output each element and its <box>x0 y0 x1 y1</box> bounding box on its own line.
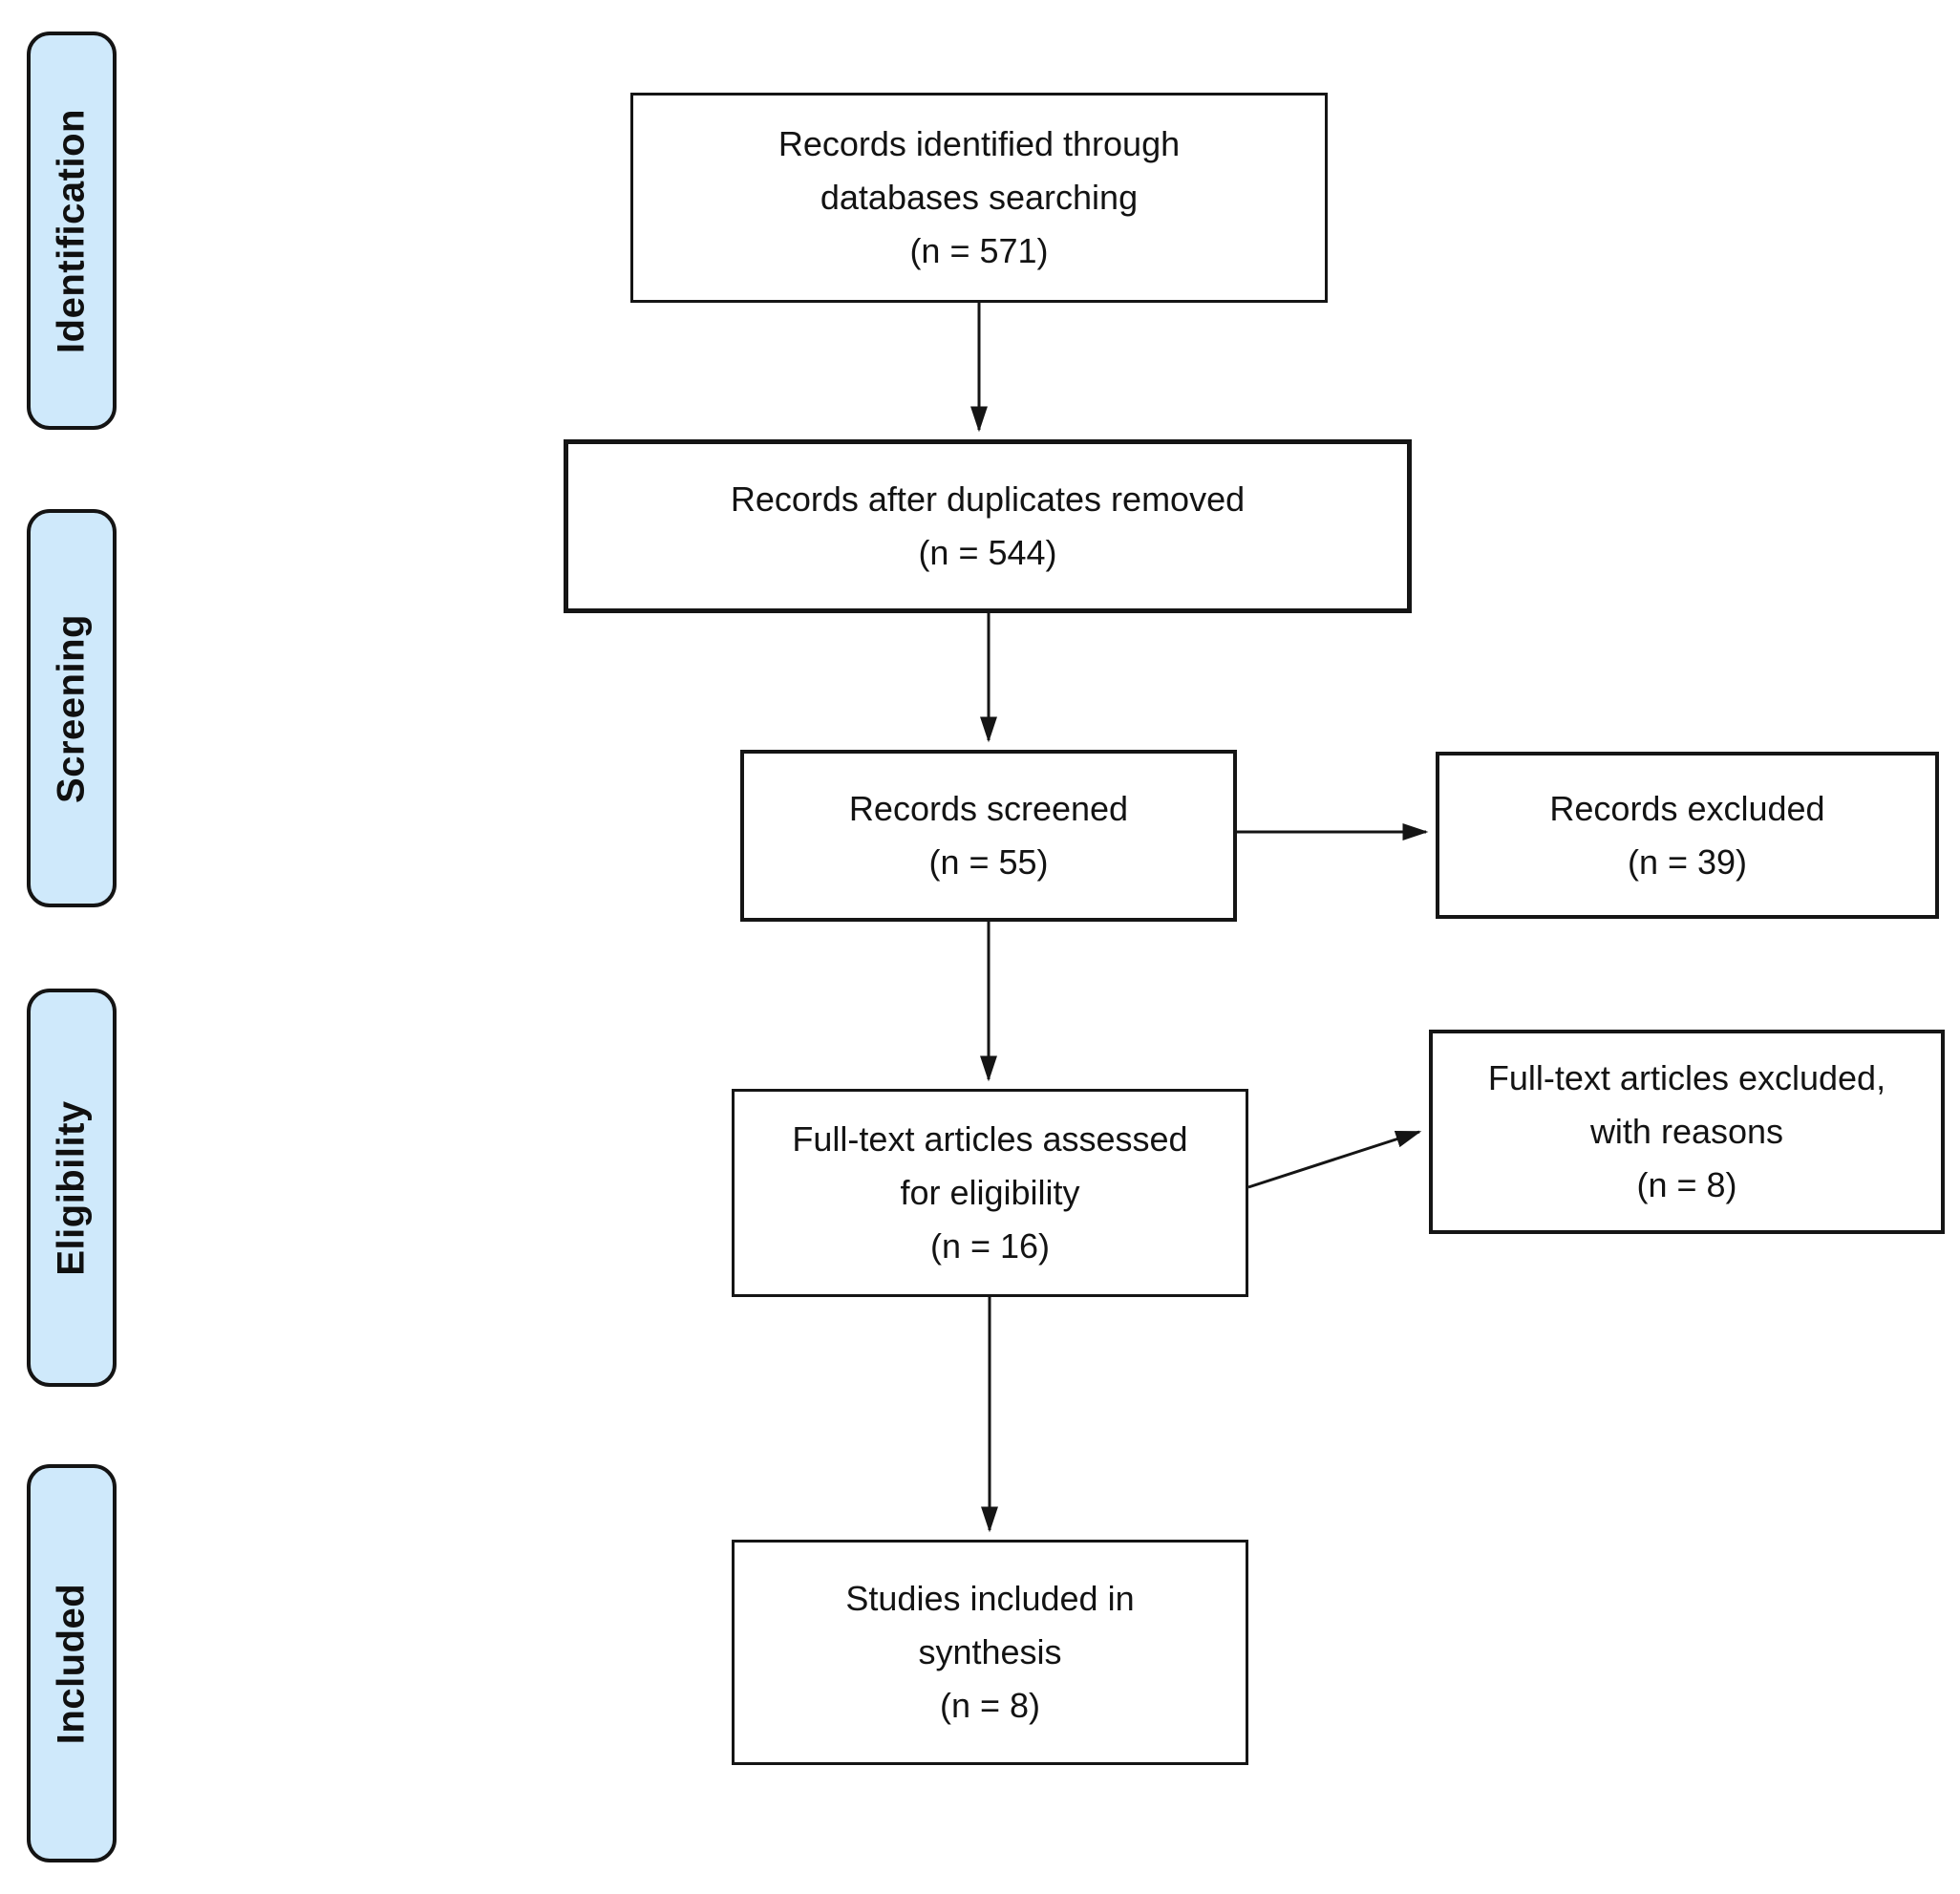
stage-eligibility: Eligibility <box>27 989 117 1387</box>
stage-included: Included <box>27 1464 117 1862</box>
box-records-excluded: Records excluded (n = 39) <box>1436 752 1939 919</box>
box-records-identified-text: Records identified through databases sea… <box>778 124 1181 270</box>
stage-eligibility-label: Eligibility <box>50 1099 93 1276</box>
stage-screening-label: Screening <box>50 613 93 803</box>
box-duplicates-removed: Records after duplicates removed (n = 54… <box>564 439 1412 613</box>
stage-identification-label: Identification <box>50 108 93 353</box>
stage-identification: Identification <box>27 32 117 430</box>
box-studies-included-text: Studies included in synthesis (n = 8) <box>845 1579 1135 1725</box>
box-records-excluded-text: Records excluded (n = 39) <box>1549 788 1825 882</box>
box-duplicates-removed-text: Records after duplicates removed (n = 54… <box>730 479 1246 572</box>
box-records-screened: Records screened (n = 55) <box>740 750 1237 922</box>
box-studies-included: Studies included in synthesis (n = 8) <box>732 1540 1248 1765</box>
box-fulltext-assessed: Full-text articles assessed for eligibil… <box>732 1089 1248 1297</box>
box-records-screened-text: Records screened (n = 55) <box>848 789 1129 882</box>
arrow-fulltext-assessed-to-fulltext-excluded <box>1247 1130 1422 1189</box>
box-fulltext-excluded: Full-text articles excluded, with reason… <box>1429 1030 1945 1234</box>
stage-screening: Screening <box>27 509 117 907</box>
stage-included-label: Included <box>50 1583 93 1744</box>
box-fulltext-assessed-text: Full-text articles assessed for eligibil… <box>792 1119 1188 1266</box>
box-records-identified: Records identified through databases sea… <box>630 93 1328 303</box>
box-fulltext-excluded-text: Full-text articles excluded, with reason… <box>1487 1058 1886 1204</box>
